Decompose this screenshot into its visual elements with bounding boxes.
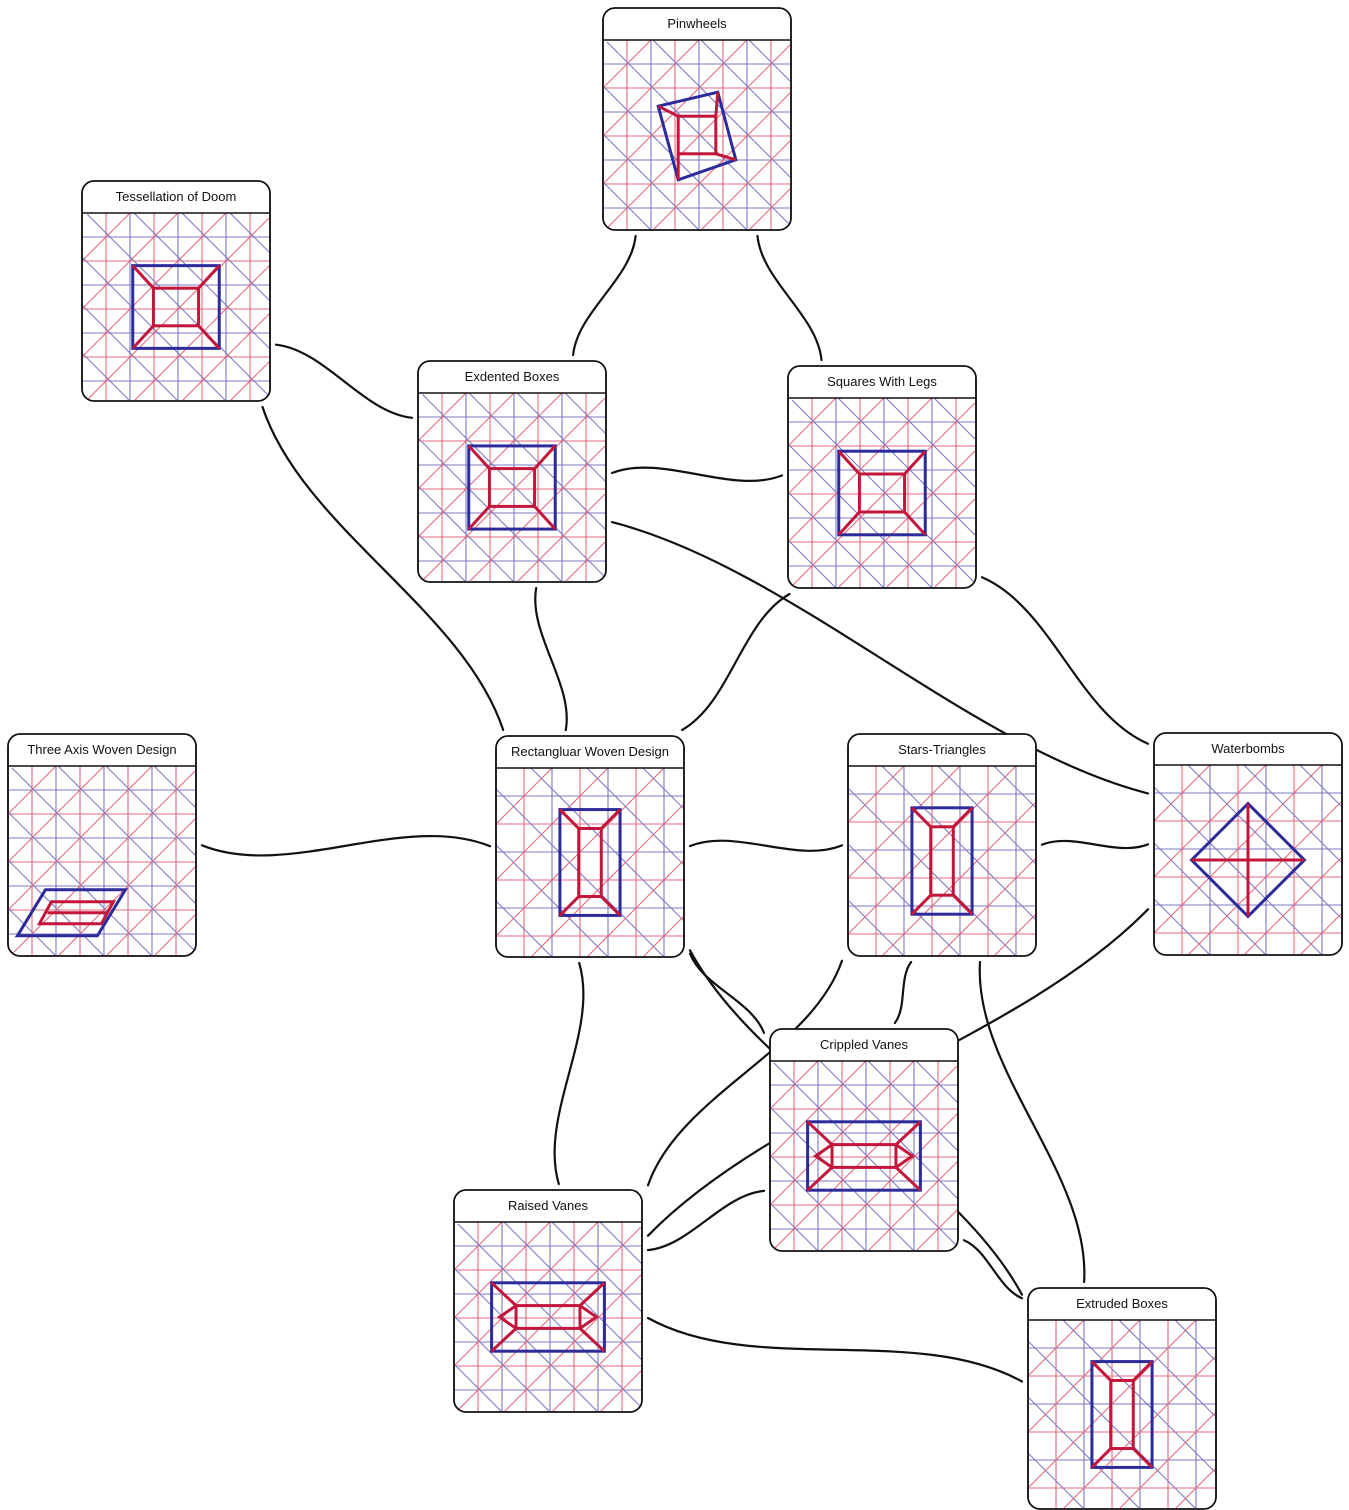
connector-squares-with-legs-to-rectangular-woven-design xyxy=(681,592,791,732)
connector-squares-with-legs-to-waterbombs xyxy=(980,576,1150,745)
card-waterbombs[interactable]: Waterbombs xyxy=(964,732,1349,956)
connector-stars-triangles-to-extruded-boxes xyxy=(978,960,1086,1284)
card-title: Tessellation of Doom xyxy=(116,189,237,204)
card-pinwheels[interactable]: Pinwheels xyxy=(413,7,1131,231)
card-title: Stars-Triangles xyxy=(898,742,986,757)
card-title: Extruded Boxes xyxy=(1076,1296,1168,1311)
crease-pattern xyxy=(496,768,684,957)
connector-rectangular-woven-design-to-crippled-vanes xyxy=(688,952,766,1034)
card-crippled-vanes[interactable]: Crippled Vanes xyxy=(580,1028,1298,1252)
crease-pattern xyxy=(770,1061,958,1251)
card-exdented-boxes[interactable]: Exdented Boxes xyxy=(229,360,946,583)
card-frame xyxy=(81,180,271,402)
card-title: Three Axis Woven Design xyxy=(27,742,176,757)
card-raised-vanes[interactable]: Raised Vanes xyxy=(264,1189,982,1413)
card-title: Crippled Vanes xyxy=(820,1037,908,1052)
connector-stars-triangles-to-raised-vanes xyxy=(646,959,844,1187)
connector-pinwheels-to-squares-with-legs xyxy=(756,234,823,362)
connector-exdented-boxes-to-rectangular-woven-design xyxy=(534,586,568,732)
card-frame xyxy=(417,360,607,583)
card-tessellation-of-doom[interactable]: Tessellation of Doom xyxy=(0,180,610,402)
card-extruded-boxes[interactable]: Extruded Boxes xyxy=(839,1287,1349,1510)
crease-pattern xyxy=(418,393,606,582)
connector-rectangular-woven-design-to-stars-triangles xyxy=(688,839,844,852)
crease-pattern xyxy=(788,398,976,588)
card-squares-with-legs[interactable]: Squares With Legs xyxy=(598,365,1316,589)
card-title: Raised Vanes xyxy=(508,1198,588,1213)
connector-three-axis-woven-design-to-rectangular-woven-design xyxy=(200,834,492,857)
crease-pattern xyxy=(603,40,791,230)
card-stars-triangles[interactable]: Stars-Triangles xyxy=(658,733,1349,957)
card-three-axis-woven-design[interactable]: Three Axis Woven Design xyxy=(0,733,536,957)
crease-pattern xyxy=(82,213,270,401)
connector-tessellation-of-doom-to-rectangular-woven-design xyxy=(261,405,505,732)
connector-exdented-boxes-to-squares-with-legs xyxy=(610,466,784,482)
connector-rectangular-woven-design-to-raised-vanes xyxy=(553,961,585,1186)
card-title: Waterbombs xyxy=(1211,741,1285,756)
card-title: Rectangluar Woven Design xyxy=(511,744,669,759)
connector-exdented-boxes-to-waterbombs xyxy=(610,521,1150,795)
crease-pattern xyxy=(1028,1320,1216,1509)
connector-pinwheels-to-exdented-boxes xyxy=(572,234,637,357)
crease-pattern xyxy=(1154,765,1342,955)
card-title: Pinwheels xyxy=(667,16,727,31)
crease-pattern xyxy=(848,766,1036,956)
card-rectangular-woven-design[interactable]: Rectangluar Woven Design xyxy=(307,735,1056,958)
connector-raised-vanes-to-extruded-boxes xyxy=(646,1316,1024,1383)
connector-stars-triangles-to-crippled-vanes xyxy=(893,960,913,1025)
card-title: Exdented Boxes xyxy=(465,369,560,384)
connector-crippled-vanes-to-extruded-boxes xyxy=(962,1239,1024,1300)
card-title: Squares With Legs xyxy=(827,374,937,389)
connector-stars-triangles-to-waterbombs xyxy=(1040,839,1150,850)
crease-pattern xyxy=(8,766,196,956)
connector-tessellation-of-doom-to-exdented-boxes xyxy=(274,343,414,419)
connector-crippled-vanes-to-raised-vanes xyxy=(646,1189,766,1252)
crease-pattern xyxy=(454,1222,642,1412)
